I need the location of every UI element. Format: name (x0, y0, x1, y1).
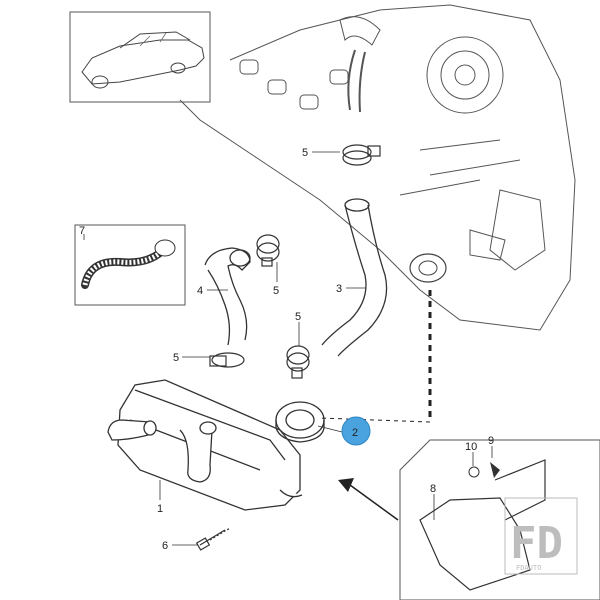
pointer-arrow (349, 484, 399, 521)
hose-7-inset (74, 224, 186, 306)
seal-ring-2 (275, 401, 325, 443)
callout-9[interactable]: 9 (488, 435, 494, 447)
dashed-leader-2 (319, 417, 431, 423)
pointer-arrowhead (338, 478, 354, 492)
callout-7[interactable]: 7 (79, 225, 85, 237)
oil-separator-1 (107, 379, 303, 511)
callout-1[interactable]: 1 (157, 503, 163, 515)
car-thumbnail (69, 11, 211, 103)
callout-10[interactable]: 10 (465, 441, 477, 453)
watermark-logo: FD FDAUTO (504, 497, 578, 575)
callout-2[interactable]: 2 (352, 427, 358, 439)
watermark-brand-text: FDAUTO (516, 564, 541, 572)
callout-5-left[interactable]: 5 (173, 352, 179, 364)
callout-2-highlight[interactable] (341, 416, 371, 446)
callout-6[interactable]: 6 (162, 540, 168, 552)
callout-5-middle[interactable]: 5 (295, 311, 301, 323)
clamp-5-top (342, 144, 381, 166)
callout-5-upper[interactable]: 5 (273, 285, 279, 297)
bolt-6 (195, 527, 231, 551)
bracket-inset (399, 439, 600, 600)
engine-block (179, 4, 576, 331)
clamp-5-middle (286, 345, 310, 379)
callout-4[interactable]: 4 (197, 285, 203, 297)
hose-4 (204, 247, 251, 346)
leader-lines (83, 151, 493, 546)
callout-5-top[interactable]: 5 (302, 147, 308, 159)
watermark-logo-text: FD (510, 518, 563, 569)
callout-8[interactable]: 8 (430, 483, 436, 495)
clamp-5-lower-left (209, 352, 245, 368)
hose-3 (321, 198, 388, 357)
clamp-5-upper-left (256, 234, 280, 267)
callout-3[interactable]: 3 (336, 283, 342, 295)
engine-seal-seat (409, 253, 447, 283)
